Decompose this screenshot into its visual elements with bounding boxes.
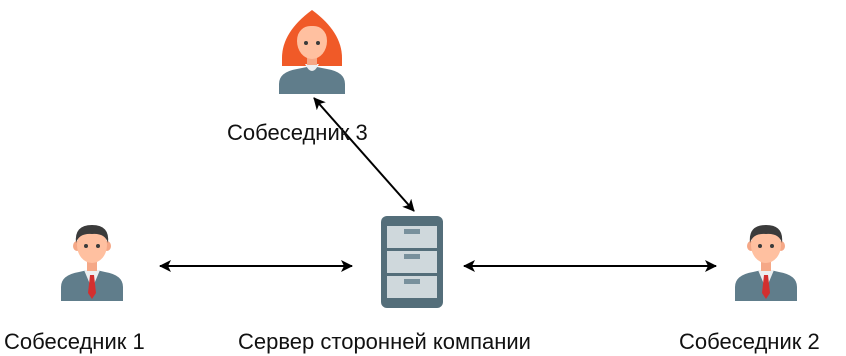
node-label-person-3: Собеседник 3 <box>227 120 368 145</box>
file-cabinet-icon <box>381 216 443 308</box>
node-label-server: Сервер сторонней компании <box>238 329 531 354</box>
node-label-person-1: Собеседник 1 <box>4 329 145 354</box>
female-user-icon <box>279 10 345 94</box>
male-user-icon <box>735 225 797 301</box>
node-label-person-2: Собеседник 2 <box>679 329 820 354</box>
male-user-icon <box>61 225 123 301</box>
edge-person3-server <box>313 97 415 212</box>
